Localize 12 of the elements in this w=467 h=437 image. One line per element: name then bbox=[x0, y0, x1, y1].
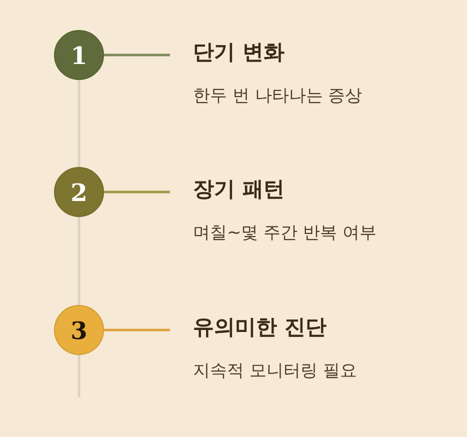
step-heading: 단기 변화 bbox=[193, 39, 286, 66]
step-number-circle: 3 bbox=[54, 305, 104, 355]
step-description: 지속적 모니터링 필요 bbox=[193, 360, 357, 382]
step-description: 한두 번 나타나는 증상 bbox=[193, 85, 362, 107]
connector-line bbox=[104, 54, 170, 56]
step-heading: 장기 패턴 bbox=[193, 176, 286, 203]
step-number-circle: 2 bbox=[54, 167, 104, 217]
connector-line bbox=[104, 328, 170, 332]
step-description: 며칠~몇 주간 반복 여부 bbox=[193, 222, 376, 244]
step-heading: 유의미한 진단 bbox=[193, 314, 328, 341]
connector-line bbox=[104, 190, 170, 194]
step-number-circle: 1 bbox=[54, 30, 104, 80]
